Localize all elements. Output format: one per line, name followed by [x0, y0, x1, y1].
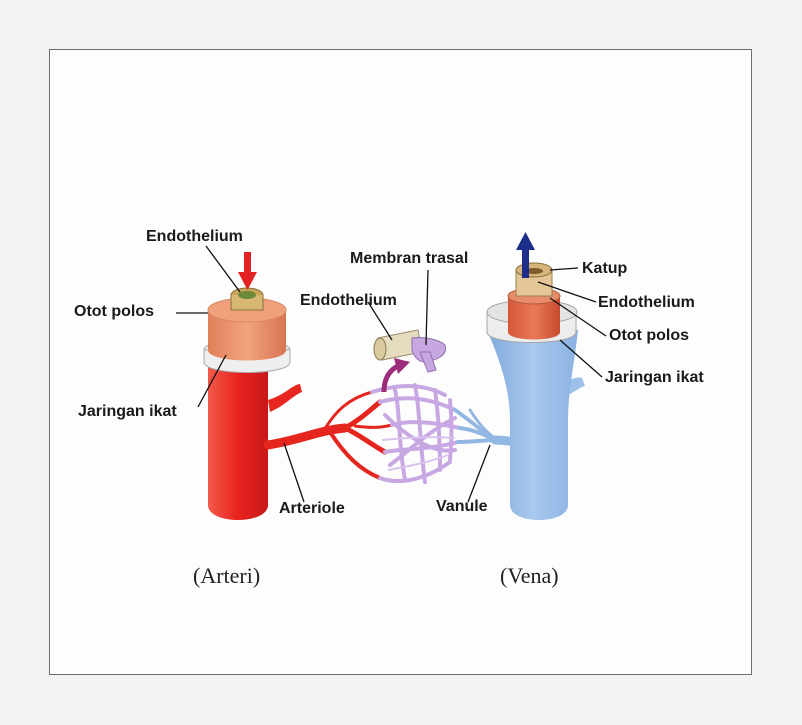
- curved-arrow-icon: [381, 358, 410, 393]
- leader-lines: [176, 245, 607, 503]
- artery: [203, 287, 302, 520]
- capillary-overlay: [381, 436, 456, 471]
- artery-branch: [268, 384, 302, 412]
- artery-muscle-layer: [208, 310, 286, 361]
- katup-label: Katup: [582, 260, 628, 277]
- vein-otot-polos-label: Otot polos: [609, 327, 689, 344]
- arteri-caption: (Arteri): [193, 563, 261, 588]
- vein: [486, 262, 585, 520]
- arteriole-label: Arteriole: [279, 500, 345, 517]
- vein-endothelium-label: Endothelium: [598, 294, 695, 311]
- artery-lumen-hole: [238, 291, 256, 299]
- artery-otot-polos-label: Otot polos: [74, 303, 154, 320]
- down-arrow-icon: [238, 252, 257, 290]
- artery-body: [208, 360, 268, 520]
- arteriole-branches: [263, 390, 394, 480]
- capillary-cross-section: [373, 329, 447, 373]
- vein-lumen-hole: [525, 268, 543, 274]
- artery-jaringan-ikat-label: Jaringan ikat: [78, 403, 177, 420]
- vanule-label: Vanule: [436, 498, 488, 515]
- artery-endothelium-label: Endothelium: [146, 228, 243, 245]
- vein-jaringan-ikat-label: Jaringan ikat: [605, 369, 704, 386]
- artery-lumen-wall: [230, 295, 264, 311]
- membran-trasal-label: Membran trasal: [350, 250, 469, 267]
- vein-muscle-layer: [508, 296, 560, 340]
- vein-body: [487, 330, 578, 520]
- capillary-endothelium-label: Endothelium: [300, 292, 397, 309]
- capillary-network: [370, 383, 462, 484]
- vena-caption: (Vena): [500, 563, 559, 588]
- up-arrow-icon: [516, 232, 535, 278]
